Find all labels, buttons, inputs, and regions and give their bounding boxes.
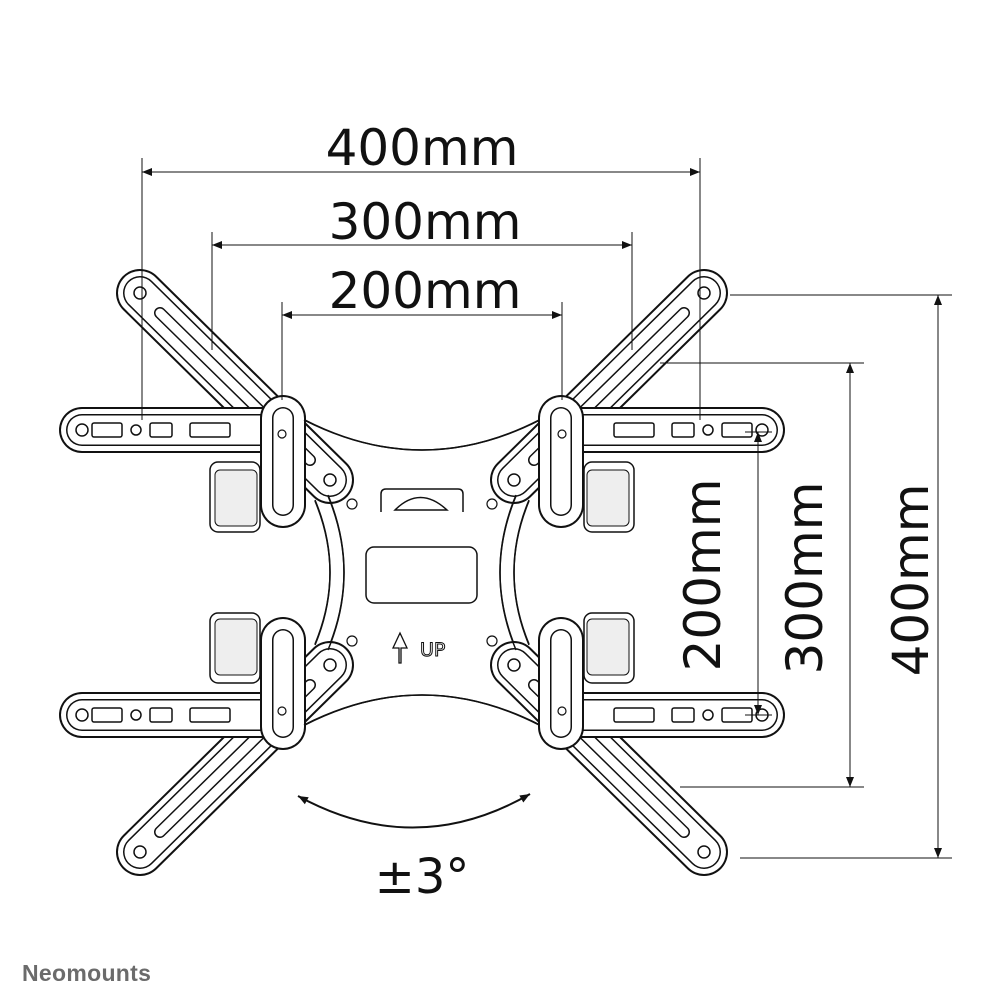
brand-logo: Neomounts [22, 960, 152, 986]
plate-clip [380, 488, 464, 512]
rotation-arrow-icon [297, 793, 531, 829]
dim-300mm-vertical: 300mm [776, 482, 834, 675]
plate-up-label: UP [420, 639, 445, 661]
vertical-dimensions [660, 294, 952, 859]
dim-400mm-horizontal: 400mm [326, 119, 519, 177]
mount-quadrant-bottom-left [76, 496, 540, 858]
up-arrow-icon [391, 631, 409, 664]
dim-200mm-horizontal: 200mm [329, 262, 522, 320]
dim-200mm-vertical: 200mm [674, 479, 732, 672]
dim-400mm-vertical: 400mm [882, 484, 940, 677]
tilt-label: ±3° [375, 849, 470, 905]
plate-slot [365, 546, 478, 604]
mount-quadrant-top-left [76, 287, 540, 649]
horizontal-dimensions [141, 158, 701, 420]
dim-300mm-horizontal: 300mm [329, 193, 522, 251]
